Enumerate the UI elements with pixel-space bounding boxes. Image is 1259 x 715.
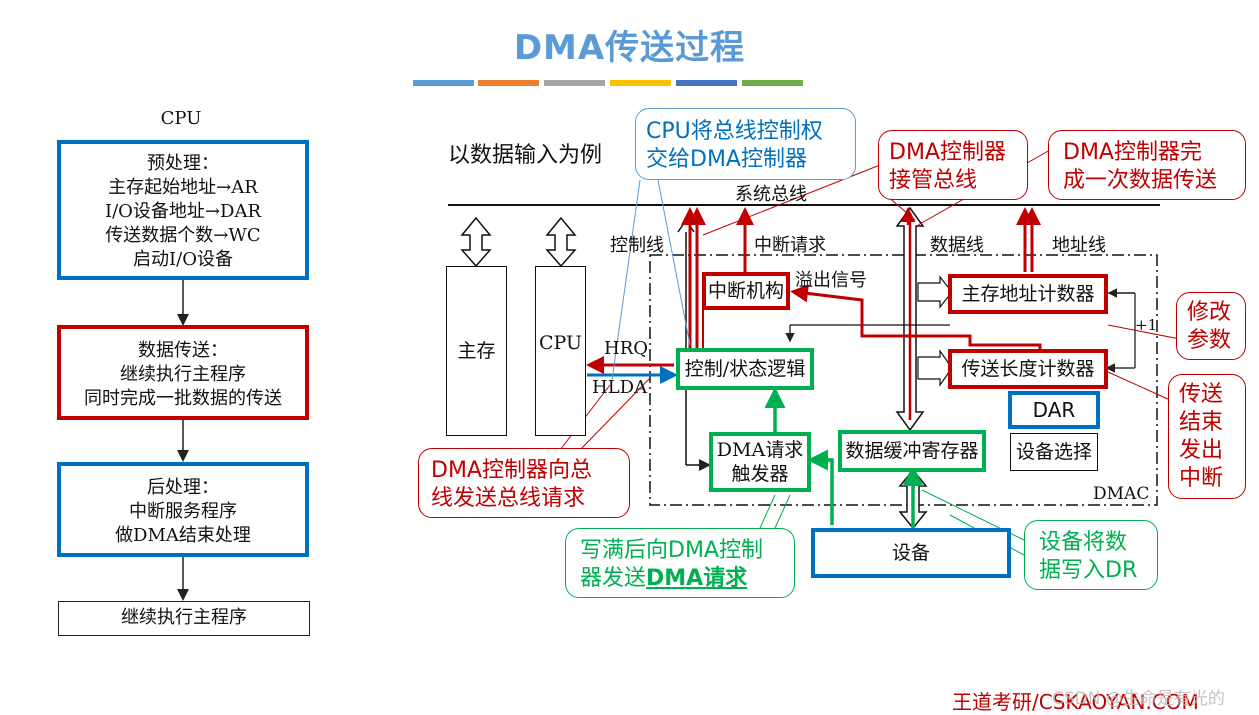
device-select-box: 设备选择 [1010,433,1098,471]
main-memory-box: 主存 [446,266,507,436]
callout-end-interrupt: 传送 结束 发出 中断 [1168,374,1246,499]
callout-done-one-line1: DMA控制器完 [1063,140,1202,165]
overflow-signal-label: 溢出信号 [795,270,867,291]
callout-done-one: DMA控制器完 成一次数据传送 [1048,130,1246,200]
callout-full-send-line2: 器发送DMA请求 [580,565,794,593]
dma-request-trigger-box: DMA请求 触发器 [709,432,811,492]
device-box: 设备 [811,528,1011,578]
callout-end-line4: 中断 [1179,466,1224,491]
footer-brand: 王道考研/CSKAOYAN.COM [952,690,1199,714]
flow-postprocess-box: 后处理： 中断服务程序 做DMA结束处理 [57,462,309,557]
color-bar [413,80,474,86]
flow-preprocess-box: 预处理： 主存起始地址→AR I/O设备地址→DAR 传送数据个数→WC 启动I… [57,140,309,280]
callout-device-write-line1: 设备将数 [1039,530,1128,555]
len-counter-box: 传送长度计数器 [948,349,1108,389]
control-line-label: 控制线 [610,235,664,256]
example-label: 以数据输入为例 [448,143,603,168]
flow-pre-line1: 主存起始地址→AR [108,177,258,198]
callout-take-bus: DMA控制器 接管总线 [878,130,1028,200]
callout-take-bus-line2: 接管总线 [889,168,978,193]
callout-cpu-handover-line1: CPU将总线控制权 [646,119,823,144]
trigger-line2: 触发器 [731,463,789,485]
flow-continue-box: 继续执行主程序 [58,601,310,636]
callout-device-write-line2: 据写入DR [1039,558,1138,583]
callout-bus-request: DMA控制器向总 线发送总线请求 [418,448,630,518]
dar-box: DAR [1008,391,1100,429]
callout-modify-line1: 修改 [1187,300,1232,325]
color-bar [676,80,737,86]
addr-counter-box: 主存地址计数器 [948,274,1108,314]
flow-pre-title: 预处理： [147,153,219,174]
hlda-label: HLDA [592,377,648,398]
flow-transfer-box: 数据传送： 继续执行主程序 同时完成一批数据的传送 [57,325,309,420]
control-logic-box: 控制/状态逻辑 [676,348,814,390]
flow-transfer-line2: 同时完成一批数据的传送 [84,388,282,409]
callout-modify-line2: 参数 [1187,328,1232,353]
flow-transfer-line1: 继续执行主程序 [120,364,246,385]
flow-pre-line2: I/O设备地址→DAR [105,201,261,222]
page-title: DMA传送过程 [513,28,746,68]
callout-full-send: 写满后向DMA控制 器发送DMA请求 [565,528,795,598]
callout-done-one-line2: 成一次数据传送 [1063,168,1218,193]
callout-modify-params: 修改 参数 [1176,292,1246,360]
system-bus-label: 系统总线 [735,184,807,205]
hrq-label: HRQ [604,338,649,359]
interrupt-unit-box: 中断机构 [702,272,790,310]
color-bar [478,80,539,86]
flowchart-connectors [177,280,189,601]
flow-pre-line3: 传送数据个数→WC [105,225,261,246]
callout-end-line2: 结束 [1179,410,1224,435]
flow-post-line1: 中断服务程序 [129,501,237,522]
callout-bus-request-line1: DMA控制器向总 [431,458,592,483]
cpu-box: CPU [535,266,586,436]
flow-post-title: 后处理： [147,477,219,498]
data-line-label: 数据线 [930,235,984,256]
color-bar [742,80,803,86]
callout-full-send-line2a: 器发送 [580,566,647,591]
color-bar [544,80,605,86]
callout-full-send-dma-request: DMA请求 [646,566,748,591]
callout-device-write: 设备将数 据写入DR [1024,520,1158,590]
address-line-label: 地址线 [1052,235,1106,256]
callout-full-send-line1: 写满后向DMA控制 [580,538,763,563]
trigger-line1: DMA请求 [716,439,804,461]
flow-post-line2: 做DMA结束处理 [115,525,251,546]
callout-end-line1: 传送 [1179,382,1224,407]
dmac-label: DMAC [1093,484,1150,504]
data-buffer-box: 数据缓冲寄存器 [838,430,986,472]
footer-watermark: CSDN @生命是有光的 [1052,689,1225,709]
callout-cpu-handover: CPU将总线控制权 交给DMA控制器 [635,108,856,180]
flow-pre-line4: 启动I/O设备 [133,249,233,270]
interrupt-request-label: 中断请求 [754,235,826,256]
callout-end-line3: 发出 [1179,438,1224,463]
callout-cpu-handover-line2: 交给DMA控制器 [646,147,807,172]
flow-transfer-title: 数据传送： [138,340,228,361]
callout-bus-request-line2: 线发送总线请求 [431,486,586,511]
plus-one-label: +1 [1135,316,1158,334]
callout-take-bus-line1: DMA控制器 [889,140,1006,165]
color-bar [610,80,671,86]
flow-cpu-label: CPU [160,108,202,129]
flowchart: CPU 预处理： 主存起始地址→AR I/O设备地址→DAR 传送数据个数→WC… [50,95,315,645]
